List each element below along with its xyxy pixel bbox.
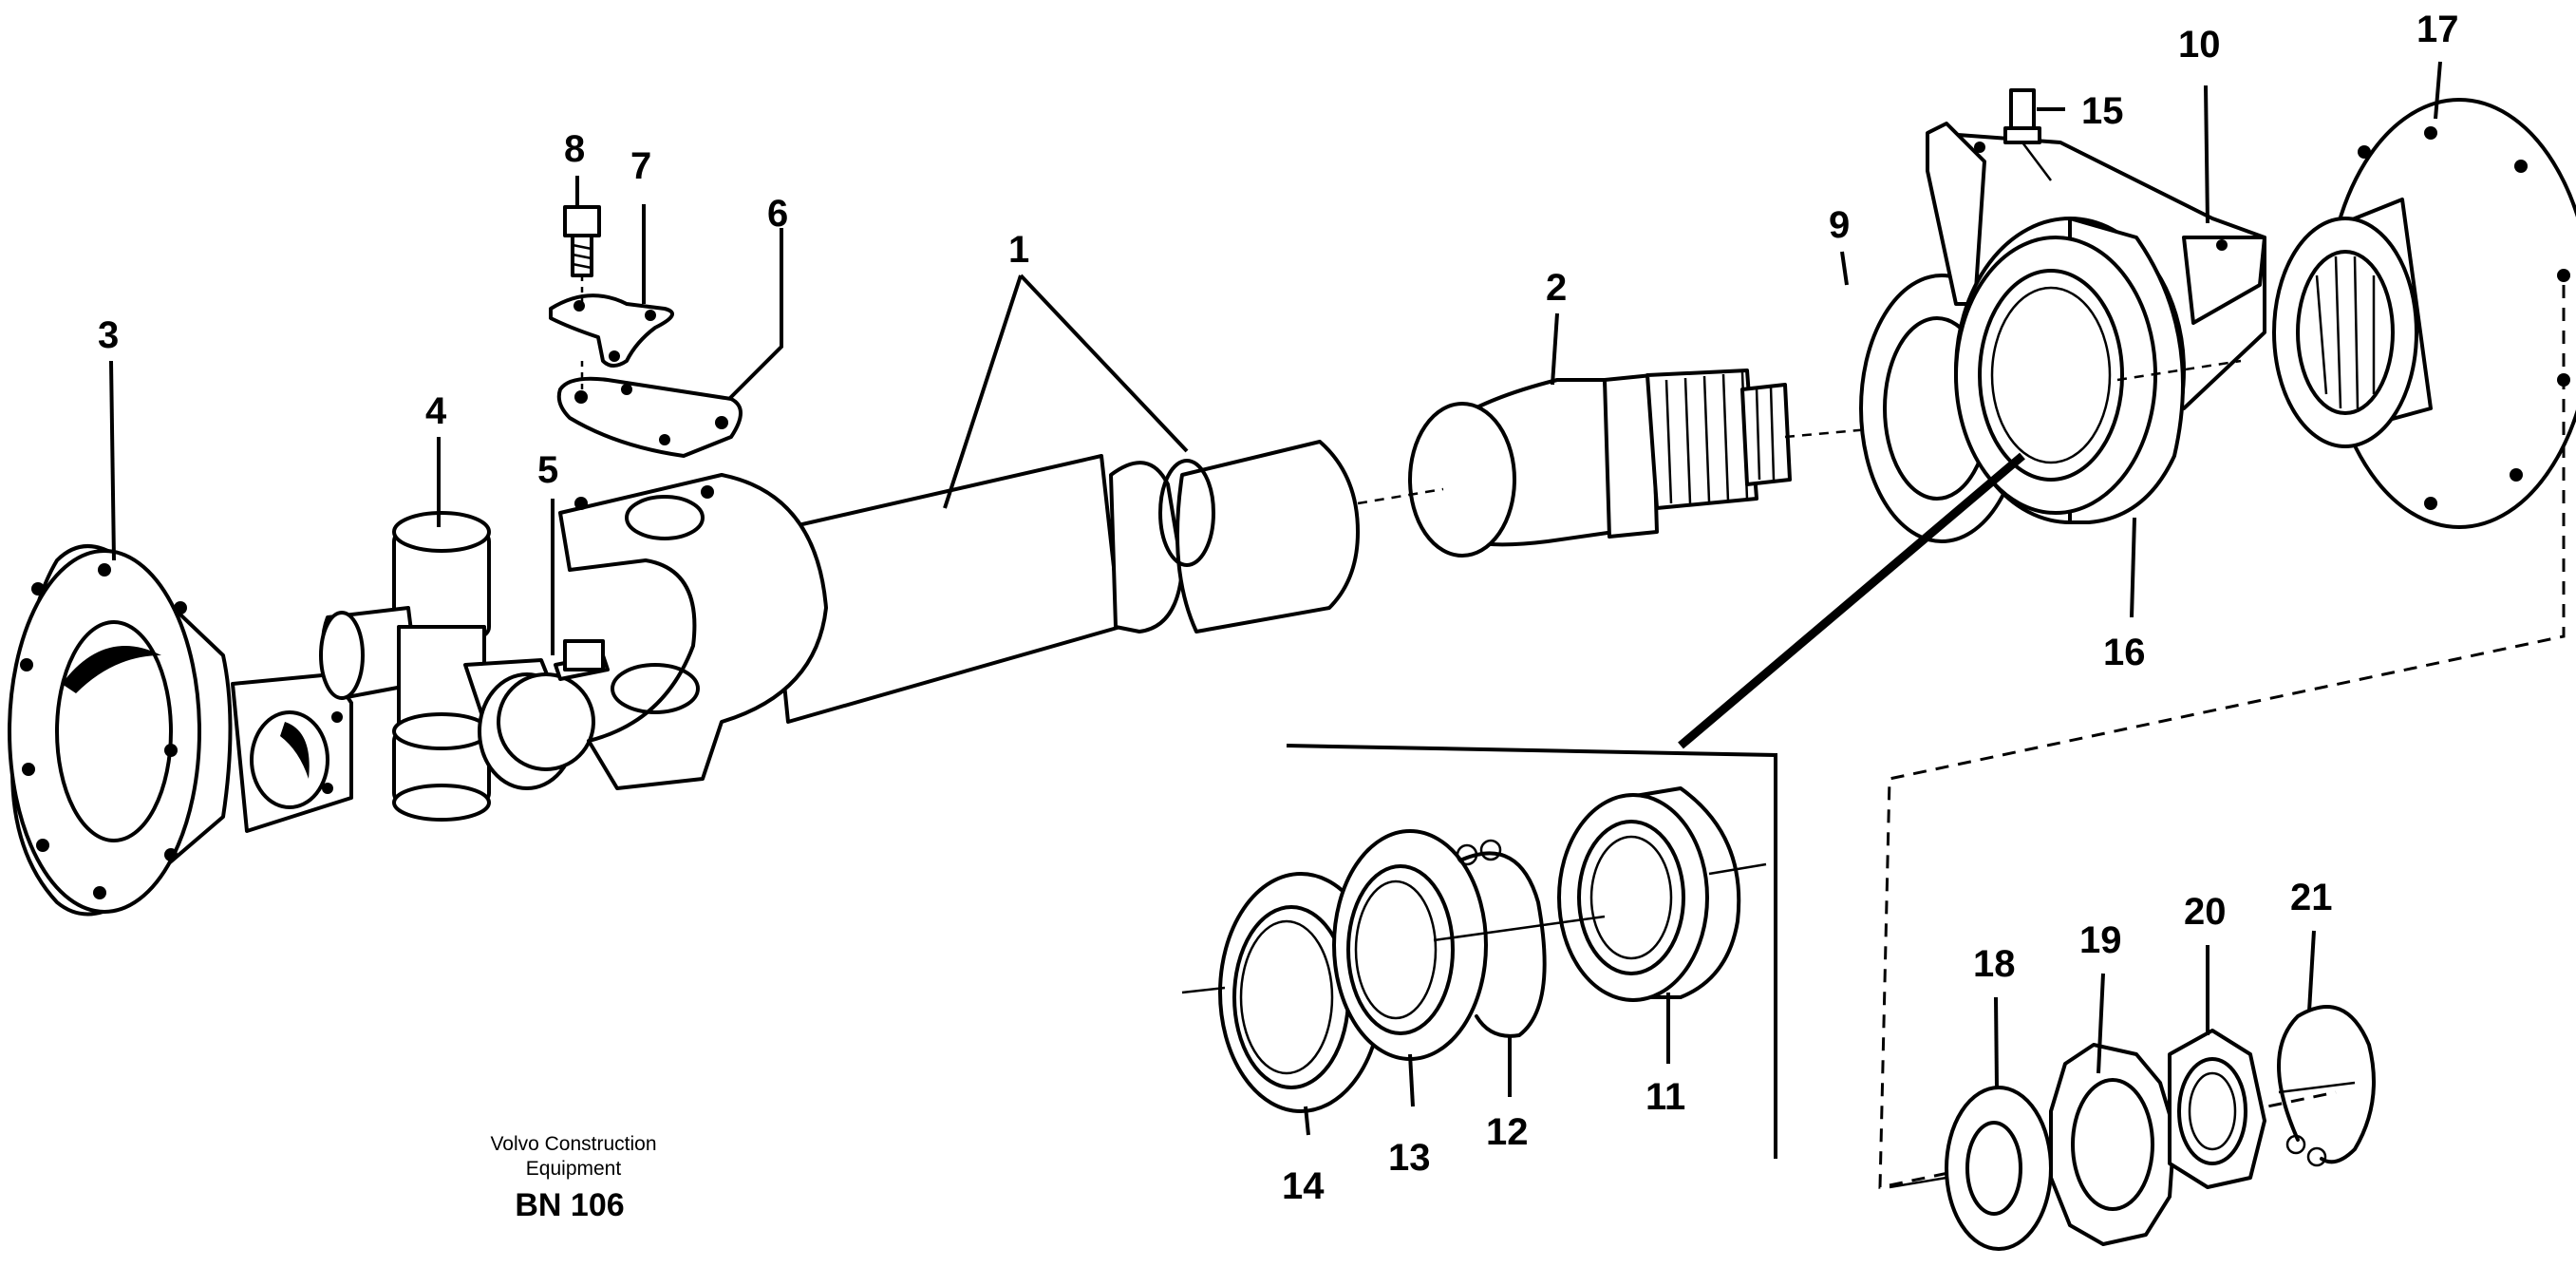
callout-13: 13	[1388, 1137, 1431, 1179]
caption-company: Volvo Construction	[490, 1133, 656, 1155]
part-7-lock-plate	[549, 293, 674, 368]
callout-9: 9	[1829, 204, 1850, 246]
callout-16: 16	[2103, 632, 2146, 673]
callout-8: 8	[564, 128, 585, 170]
part-3-flange	[8, 544, 353, 917]
part-11-roller-bearing	[1557, 786, 1741, 1002]
part-19-lock-washer	[2049, 1043, 2176, 1246]
part-5-grease-nipple	[554, 639, 610, 681]
part-1-shaft-tube	[558, 440, 1360, 790]
part-8-bolt	[563, 205, 601, 277]
callout-2: 2	[1546, 267, 1567, 309]
part-21-circlip	[2277, 1005, 2376, 1167]
callout-3: 3	[98, 314, 119, 356]
leader-lines	[109, 61, 2442, 1136]
part-4-universal-joint	[319, 511, 595, 822]
part-16-bearing-housing	[1954, 217, 2186, 524]
callout-4: 4	[425, 390, 447, 432]
callout-20: 20	[2184, 891, 2227, 933]
callout-14: 14	[1282, 1165, 1325, 1207]
callout-10: 10	[2178, 24, 2221, 66]
part-17-flange	[2272, 98, 2576, 529]
callout-7: 7	[630, 145, 651, 187]
caption-equipment: Equipment	[526, 1158, 622, 1180]
part-2-spline-shaft	[1408, 369, 1792, 558]
part-13-seal-ring	[1332, 829, 1488, 1061]
part-12-circlip	[1456, 839, 1547, 1038]
callout-15: 15	[2081, 90, 2124, 132]
callout-19: 19	[2079, 919, 2122, 961]
callout-18: 18	[1973, 943, 2016, 985]
part-18-washer	[1945, 1086, 2053, 1251]
part-20-nut	[2168, 1029, 2266, 1189]
callout-17: 17	[2416, 9, 2459, 50]
caption: Volvo Construction Equipment BN 106	[490, 1133, 656, 1223]
callout-6: 6	[767, 193, 788, 235]
part-6-cover-plate	[556, 376, 743, 458]
part-15-grease-nipple	[2003, 88, 2052, 181]
callout-11: 11	[1645, 1076, 1685, 1118]
callout-21: 21	[2290, 877, 2333, 918]
callout-12: 12	[1486, 1111, 1529, 1153]
callout-labels: 1 2 3 4 5 6 7 8 9 10 11 12 13 14 15 16 1…	[98, 9, 2459, 1207]
callout-5: 5	[537, 449, 558, 491]
callout-1: 1	[1008, 229, 1029, 271]
caption-code: BN 106	[515, 1187, 624, 1223]
